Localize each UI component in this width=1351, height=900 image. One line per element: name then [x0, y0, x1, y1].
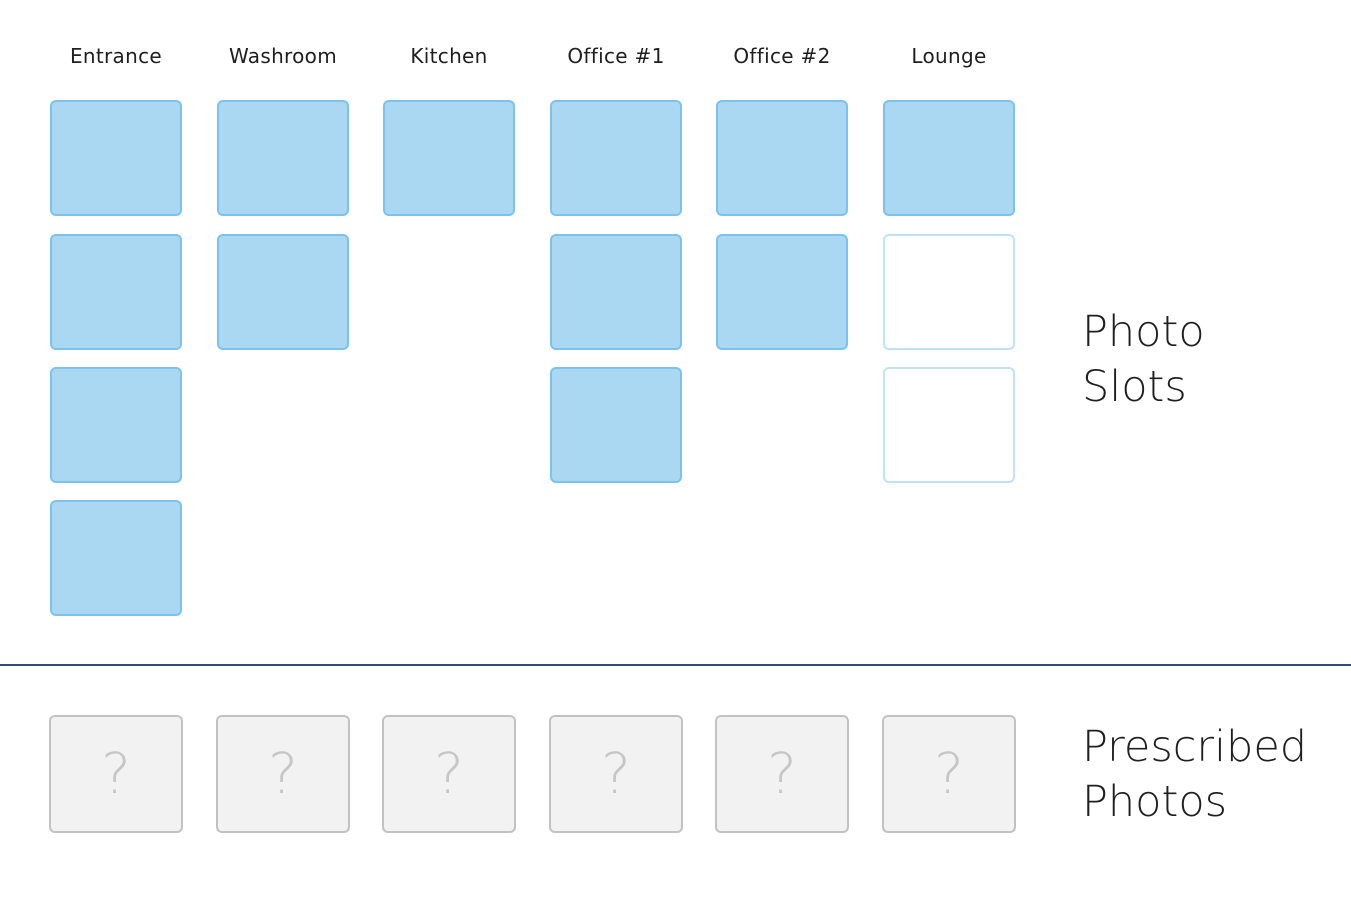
question-mark-icon: ?: [934, 741, 964, 807]
prescribed-photo-placeholder[interactable]: ?: [49, 715, 183, 833]
photo-slot-entrance-2[interactable]: [50, 234, 182, 350]
photo-slot-entrance-4[interactable]: [50, 500, 182, 616]
column-header-lounge: Lounge: [911, 44, 987, 68]
prescribed-photos-label-line2: Photos: [1082, 777, 1228, 827]
photo-slot-lounge-1[interactable]: [883, 100, 1015, 216]
question-mark-icon: ?: [601, 741, 631, 807]
section-divider: [0, 664, 1351, 666]
photo-slot-office-2-2[interactable]: [716, 234, 848, 350]
prescribed-photos-label: Prescribed Photos: [1082, 720, 1307, 830]
photo-slot-washroom-2[interactable]: [217, 234, 349, 350]
photo-slot-kitchen-1[interactable]: [383, 100, 515, 216]
question-mark-icon: ?: [767, 741, 797, 807]
photo-slot-lounge-3-empty[interactable]: [883, 367, 1015, 483]
column-header-kitchen: Kitchen: [410, 44, 488, 68]
photo-slot-entrance-1[interactable]: [50, 100, 182, 216]
photo-slots-label-line2: Slots: [1082, 362, 1187, 412]
photo-slot-office-2-1[interactable]: [716, 100, 848, 216]
photo-slot-office-1-2[interactable]: [550, 234, 682, 350]
photo-slot-office-1-3[interactable]: [550, 367, 682, 483]
column-header-office-1: Office #1: [567, 44, 665, 68]
prescribed-photo-placeholder[interactable]: ?: [216, 715, 350, 833]
question-mark-icon: ?: [434, 741, 464, 807]
prescribed-photo-placeholder[interactable]: ?: [382, 715, 516, 833]
question-mark-icon: ?: [268, 741, 298, 807]
prescribed-photo-placeholder[interactable]: ?: [715, 715, 849, 833]
column-header-entrance: Entrance: [69, 44, 162, 68]
photo-slots-label: Photo Slots: [1082, 305, 1205, 415]
column-header-office-2: Office #2: [733, 44, 831, 68]
question-mark-icon: ?: [101, 741, 131, 807]
photo-slot-entrance-3[interactable]: [50, 367, 182, 483]
prescribed-photo-placeholder[interactable]: ?: [882, 715, 1016, 833]
column-header-washroom: Washroom: [229, 44, 337, 68]
photo-slot-washroom-1[interactable]: [217, 100, 349, 216]
photo-slot-lounge-2-empty[interactable]: [883, 234, 1015, 350]
photo-slot-office-1-1[interactable]: [550, 100, 682, 216]
prescribed-photo-placeholder[interactable]: ?: [549, 715, 683, 833]
photo-slots-label-line1: Photo: [1082, 307, 1205, 357]
prescribed-photos-label-line1: Prescribed: [1082, 722, 1308, 772]
